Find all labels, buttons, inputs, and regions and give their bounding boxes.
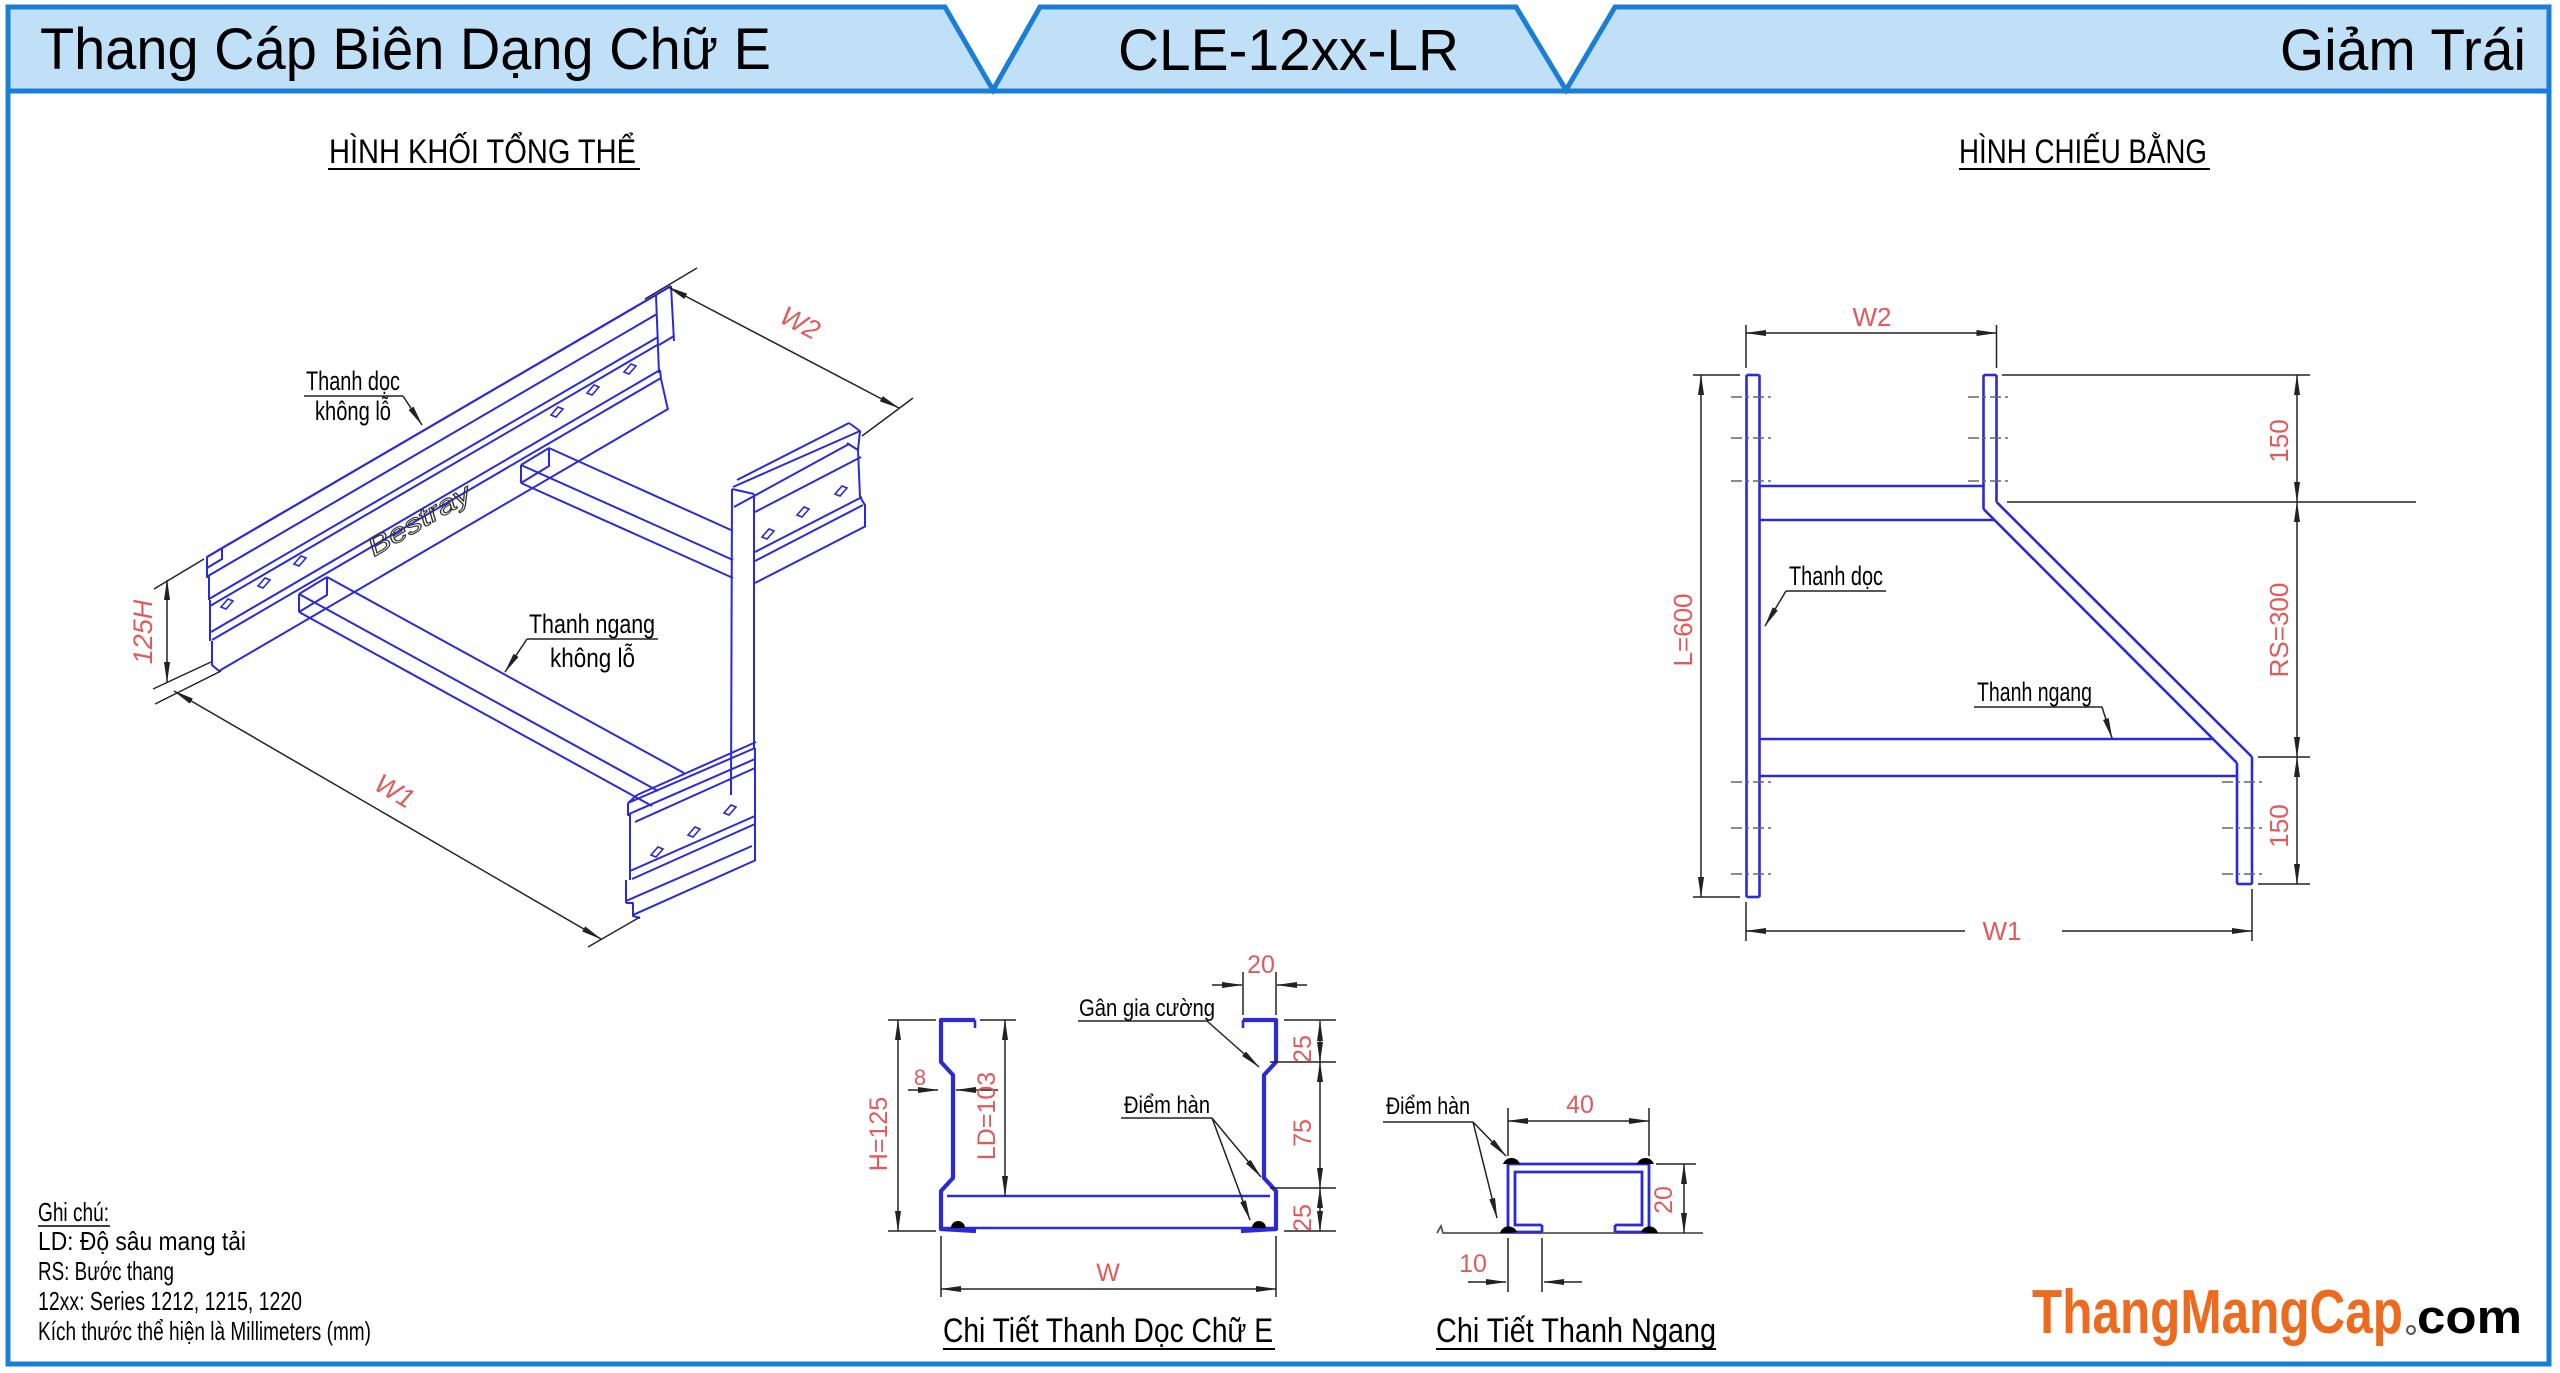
svg-text:Điểm hàn: Điểm hàn bbox=[1124, 1092, 1210, 1119]
svg-text:Ghi chú:: Ghi chú: bbox=[38, 1197, 109, 1227]
svg-text:Kích thước thể hiện là Millime: Kích thước thể hiện là Millimeters (mm) bbox=[38, 1316, 371, 1346]
svg-text:150: 150 bbox=[2264, 804, 2294, 847]
svg-text:40: 40 bbox=[1566, 1091, 1594, 1119]
svg-text:10: 10 bbox=[1459, 1250, 1487, 1278]
svg-text:150: 150 bbox=[2264, 419, 2294, 462]
svg-text:25: 25 bbox=[1289, 1035, 1317, 1063]
svg-text:LD=103: LD=103 bbox=[973, 1072, 1001, 1160]
svg-text:H=125: H=125 bbox=[865, 1097, 893, 1171]
svg-text:ThangMangCap: ThangMangCap bbox=[2032, 1278, 2403, 1347]
svg-text:Chi Tiết Thanh Dọc Chữ E: Chi Tiết Thanh Dọc Chữ E bbox=[943, 1312, 1273, 1350]
svg-text:W1: W1 bbox=[369, 768, 419, 814]
svg-text:Chi Tiết Thanh Ngang: Chi Tiết Thanh Ngang bbox=[1436, 1312, 1716, 1350]
svg-text:Thanh dọc: Thanh dọc bbox=[1789, 561, 1883, 591]
svg-text:HÌNH KHỐI TỔNG THỂ: HÌNH KHỐI TỔNG THỂ bbox=[329, 132, 636, 171]
svg-text:Thang Cáp Biên Dạng Chữ E: Thang Cáp Biên Dạng Chữ E bbox=[40, 17, 771, 82]
svg-text:Điểm hàn: Điểm hàn bbox=[1386, 1093, 1470, 1120]
svg-text:com: com bbox=[2417, 1290, 2522, 1343]
svg-text:25: 25 bbox=[1289, 1204, 1317, 1232]
svg-text:75: 75 bbox=[1289, 1119, 1317, 1147]
svg-text:LD: Độ sâu mang tải: LD: Độ sâu mang tải bbox=[38, 1226, 246, 1256]
svg-text:W2: W2 bbox=[775, 300, 825, 345]
svg-text:không lỗ: không lỗ bbox=[550, 642, 635, 673]
svg-text:125H: 125H bbox=[128, 599, 158, 664]
svg-text:20: 20 bbox=[1650, 1186, 1678, 1214]
svg-text:12xx: Series 1212, 1215, 1220: 12xx: Series 1212, 1215, 1220 bbox=[38, 1286, 302, 1316]
svg-text:Gân gia cường: Gân gia cường bbox=[1079, 995, 1215, 1022]
svg-text:8: 8 bbox=[914, 1065, 926, 1090]
svg-text:Giảm Trái: Giảm Trái bbox=[2280, 18, 2526, 83]
svg-text:RS: Bước thang: RS: Bước thang bbox=[38, 1256, 174, 1286]
svg-text:Thanh ngang: Thanh ngang bbox=[1977, 677, 2092, 707]
svg-text:W: W bbox=[1096, 1259, 1120, 1287]
svg-text:CLE-12xx-LR: CLE-12xx-LR bbox=[1118, 18, 1459, 83]
svg-text:W1: W1 bbox=[1983, 916, 2022, 946]
svg-text:không lỗ: không lỗ bbox=[315, 395, 391, 426]
svg-text:Thanh dọc: Thanh dọc bbox=[306, 366, 400, 396]
svg-text:HÌNH CHIẾU BẰNG: HÌNH CHIẾU BẰNG bbox=[1959, 133, 2207, 171]
svg-text:W2: W2 bbox=[1853, 302, 1892, 332]
svg-text:RS=300: RS=300 bbox=[2264, 583, 2294, 678]
svg-text:20: 20 bbox=[1247, 951, 1275, 979]
svg-text:L=600: L=600 bbox=[1668, 593, 1698, 666]
svg-text:Bestray: Bestray bbox=[362, 477, 479, 563]
svg-text:Thanh ngang: Thanh ngang bbox=[529, 609, 655, 639]
